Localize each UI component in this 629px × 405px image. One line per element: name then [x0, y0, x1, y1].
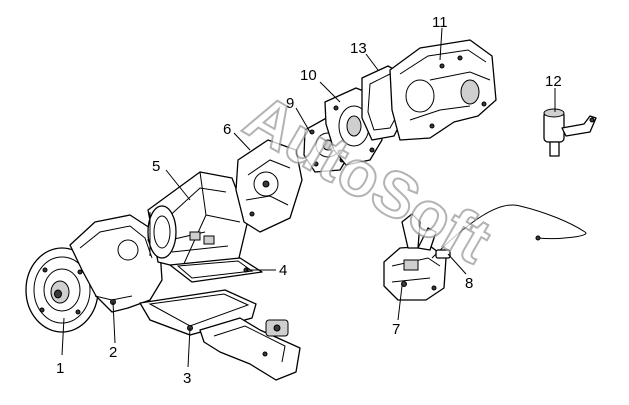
- callout-4: 4: [279, 262, 287, 279]
- callout-10: 10: [300, 67, 317, 84]
- part-crossmember: [199, 317, 301, 381]
- callout-5: 5: [152, 158, 160, 175]
- part-sensor-switch: [543, 108, 597, 157]
- callout-1: 1: [56, 360, 64, 377]
- part-extension-housing: [235, 139, 303, 233]
- part-torque-converter: [25, 247, 99, 333]
- callout-numbers: 1 2 3 4 5 6 7 8 9 10 11 12 13: [56, 14, 562, 387]
- callout-2: 2: [109, 344, 117, 361]
- part-shifter-assembly: [383, 213, 447, 301]
- part-converter-housing: [69, 214, 163, 313]
- callout-9: 9: [286, 95, 294, 112]
- callout-12: 12: [545, 73, 562, 90]
- callout-3: 3: [183, 370, 191, 387]
- callout-leaders: [61, 27, 556, 368]
- part-transfer-case: [389, 39, 497, 141]
- part-transmission-case: [147, 171, 249, 269]
- callout-7: 7: [392, 321, 400, 338]
- part-oil-pan-gasket: [169, 257, 263, 283]
- callout-13: 13: [350, 40, 367, 57]
- callout-8: 8: [465, 275, 473, 292]
- callout-11: 11: [432, 14, 448, 31]
- callout-6: 6: [223, 121, 231, 138]
- part-shift-cable: [431, 204, 587, 259]
